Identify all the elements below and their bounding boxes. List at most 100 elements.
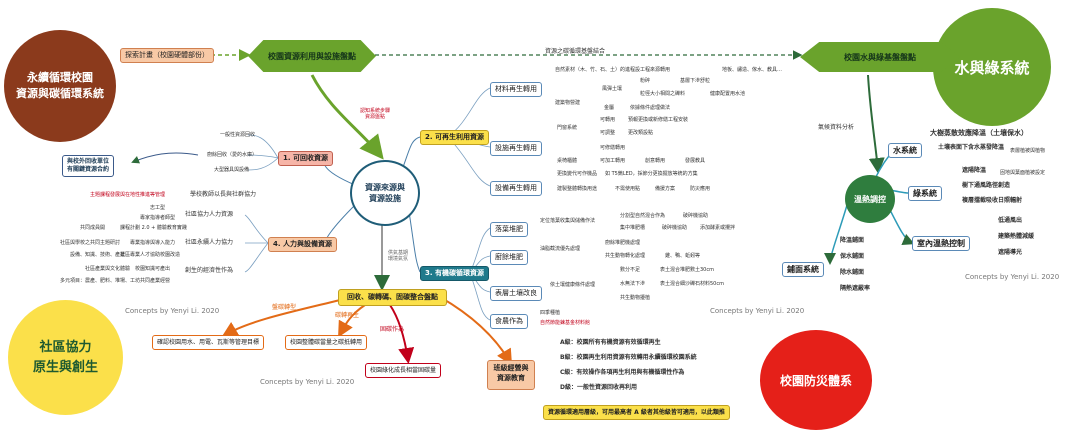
watermark: Concepts by Yenyi Li. 2020 xyxy=(965,273,1060,281)
green-item: 樹下通風路徑創造 xyxy=(962,182,1011,189)
b1-item-3: 大型器具與設備 xyxy=(214,167,250,173)
b4-item: 設備、知識、技術、產業 xyxy=(70,252,126,258)
b2-equ-item: 如 T5鎢LED，採節分更換擺放等統的方集 xyxy=(605,171,698,177)
b3-soil: 表層土壤改良 xyxy=(490,286,542,301)
b3-item: 油脂截流優先處理 xyxy=(540,246,581,252)
carbon-item: 盤碳轉型 xyxy=(272,304,297,311)
edu-a: A級：校園所有有機資源有效循環再生 xyxy=(560,339,661,346)
b2-mat-item: 依據條件處理做法 xyxy=(630,105,671,111)
b2-fac-item: 可調整 xyxy=(600,130,616,136)
water-inventory-label: 校園水與綠基盤盤點 xyxy=(844,52,916,62)
b3-compost: 落葉堆肥 xyxy=(490,222,528,237)
b4-item: 共同成員開 xyxy=(80,225,106,231)
b3-item: 破碎機協助 xyxy=(662,225,688,231)
water-title: 大樹蒸散效應降溫（土壤保水） xyxy=(930,129,1028,137)
b4-item: 專業指導與導入能力 xyxy=(130,240,176,246)
b3-item: 添加酵素或攪拌 xyxy=(700,225,736,231)
b3-item: 表土混合細沙礫石材料50cm xyxy=(660,281,724,287)
b2-mat-item: 金屬 xyxy=(604,105,615,111)
carbon-target: 確認校園用水、用電、瓦斯等管理目標 xyxy=(152,335,265,350)
watermark: Concepts by Yenyi Li. 2020 xyxy=(125,307,220,315)
b3-item: 定位落葉收集與儲備作法 xyxy=(540,218,596,224)
b2-fac-item: 預報更換或新修繕工程安裝 xyxy=(628,117,689,123)
carbon-item: 固碳作為 xyxy=(380,326,405,333)
indoor-item: 建築熱體減緩 xyxy=(998,233,1035,240)
b3-item: 雞、鴨、蚯蚓等 xyxy=(665,253,701,259)
pave-item: 保水鋪面 xyxy=(840,253,865,260)
b2-mat-item: 健康配置用水池 xyxy=(710,91,746,97)
b4-co: 社區協力人力資源 xyxy=(185,211,234,218)
b3-item: 表土混合堆肥數土30cm xyxy=(660,267,714,273)
center-circle: 資源來源與 資源設施 xyxy=(350,160,420,226)
b3-item: 集中堆肥槽 xyxy=(620,225,646,231)
branch-2-box: 2. 可再生利用資源 xyxy=(420,130,489,145)
b4-item: 課程計劃 2.0 + 體驗教育實踐 xyxy=(120,225,187,231)
b3-item: 數分不足 xyxy=(620,267,641,273)
explore-box: 探索計畫（校園硬體部份） xyxy=(120,48,214,63)
env-combine-label: 資源之碳循環基盤結合 xyxy=(545,48,606,55)
green-sys-box: 綠系統 xyxy=(908,186,942,201)
carbon-target: 校園綠化成長相當固碳量 xyxy=(365,363,442,378)
b2-equ-item: 防災應用 xyxy=(690,186,711,192)
branch-1-box: 1. 可回收資源 xyxy=(278,151,333,166)
b4-item: 志工型 xyxy=(150,205,166,211)
edu-d: D級：一般性資源回收再利用 xyxy=(560,384,637,391)
indoor-item: 低通風出 xyxy=(998,217,1023,224)
indoor-box: 室內溫熱控制 xyxy=(912,236,970,251)
b1-item-1: 一般性資源回收 xyxy=(220,132,256,138)
pave-item: 隔熱遮蔽率 xyxy=(840,285,871,292)
b2-materials: 材料再生轉用 xyxy=(490,82,542,97)
b2-equ-item: 備援方案 xyxy=(655,186,676,192)
disaster-circle: 校園防災體系 xyxy=(760,330,872,430)
b4-item: 校園知識可產出 xyxy=(135,266,171,272)
b2-mat-item: 自然素材（木、竹、石、土）的進程設工程來源轉用 xyxy=(555,67,671,73)
water-green-circle: 水與綠系統 xyxy=(933,8,1051,126)
branch-3-box: 3. 有機碳循環資源 xyxy=(420,266,489,281)
b2-fac-item: 發展教具 xyxy=(685,158,706,164)
indoor-item: 遮陽導光 xyxy=(998,249,1023,256)
green-item: 固地與葉面植被設定 xyxy=(1000,170,1046,176)
green-item: 複層擋截吸收日照輻射 xyxy=(962,197,1023,204)
b4-item: 社區與學校之共同主題研討 xyxy=(60,240,121,246)
water-inventory-node: 校園水與綠基盤盤點 xyxy=(800,42,960,72)
b4-item: 社區專業人才協助校園改造 xyxy=(120,252,181,258)
b2-mat-item: 粉碎 xyxy=(640,78,651,84)
pick-label: 認知系統步驟 資源盤點 xyxy=(360,108,391,120)
b4-eco: 創生的經濟性作為 xyxy=(185,267,234,274)
edu-c: C級：有效操作各項再生利用與有機循環性作為 xyxy=(560,369,685,376)
b2-fac-item: 門窗系統 xyxy=(557,125,578,131)
b2-facilities: 設施再生轉用 xyxy=(490,141,542,156)
b2-fac-item: 可加工轉用 xyxy=(600,158,626,164)
pave-item: 除水鋪面 xyxy=(840,269,865,276)
water-sys-box: 水系統 xyxy=(888,143,922,158)
b2-mat-item: 建築物營建 xyxy=(555,100,581,106)
b3-item: 水無法下滲 xyxy=(620,281,646,287)
b2-mat-item: 地板、繡造、傢水、教具… xyxy=(722,67,783,73)
school-unit-box: 與校外回收單位 有關鍵資源合約 xyxy=(62,155,115,177)
b2-equ-item: 更換變代可作機品 xyxy=(557,171,598,177)
inventory-label: 校園資源利用與設施盤點 xyxy=(268,51,356,61)
analyze-label: 氣候資料分析 xyxy=(818,124,855,131)
thermal-circle: 溫熱調控 xyxy=(845,175,895,223)
edu-note: 資源循環適用層級，可用最高者 A 級者其他級皆可適用，以此類推 xyxy=(543,405,730,420)
branch-4-box: 4. 人力與設備資源 xyxy=(268,237,337,252)
b4-top2: 學校教師以長與社群協力 xyxy=(190,191,257,198)
b3-item: 廚餘堆肥機處理 xyxy=(605,240,641,246)
watermark: Concepts by Yenyi Li. 2020 xyxy=(710,307,805,315)
b2-fac-item: 桌椅櫃體 xyxy=(557,158,578,164)
b2-mat-item: 基層下滲舒粒 xyxy=(680,78,711,84)
b2-fac-item: 創意轉用 xyxy=(645,158,666,164)
carbon-box: 回收、碳轉碼、固碳整合盤點 xyxy=(338,289,447,306)
community-circle: 社區協力 原生與創生 xyxy=(8,300,123,415)
carbon-target: 校園整體碳當量之碳抵轉用 xyxy=(285,335,368,350)
b3-item: 自然節能鍊基金材料館 xyxy=(540,320,591,326)
b2-mat-item: 風彈土壤 xyxy=(602,86,623,92)
b2-fac-item: 更改類設點 xyxy=(628,130,654,136)
watermark: Concepts by Yenyi Li. 2020 xyxy=(260,378,355,386)
education-box: 班級經營與 資源教育 xyxy=(487,360,535,390)
b2-mat-item: 粒徑大小相間之礫料 xyxy=(640,91,686,97)
b4-top: 主題課程發展與在地性推進等管理 xyxy=(90,192,166,198)
carbon-item: 碳轉再生 xyxy=(335,312,360,319)
b4-sus: 社區永續人力協力 xyxy=(185,239,234,246)
water-item: 表層植被與植物 xyxy=(1010,148,1046,154)
